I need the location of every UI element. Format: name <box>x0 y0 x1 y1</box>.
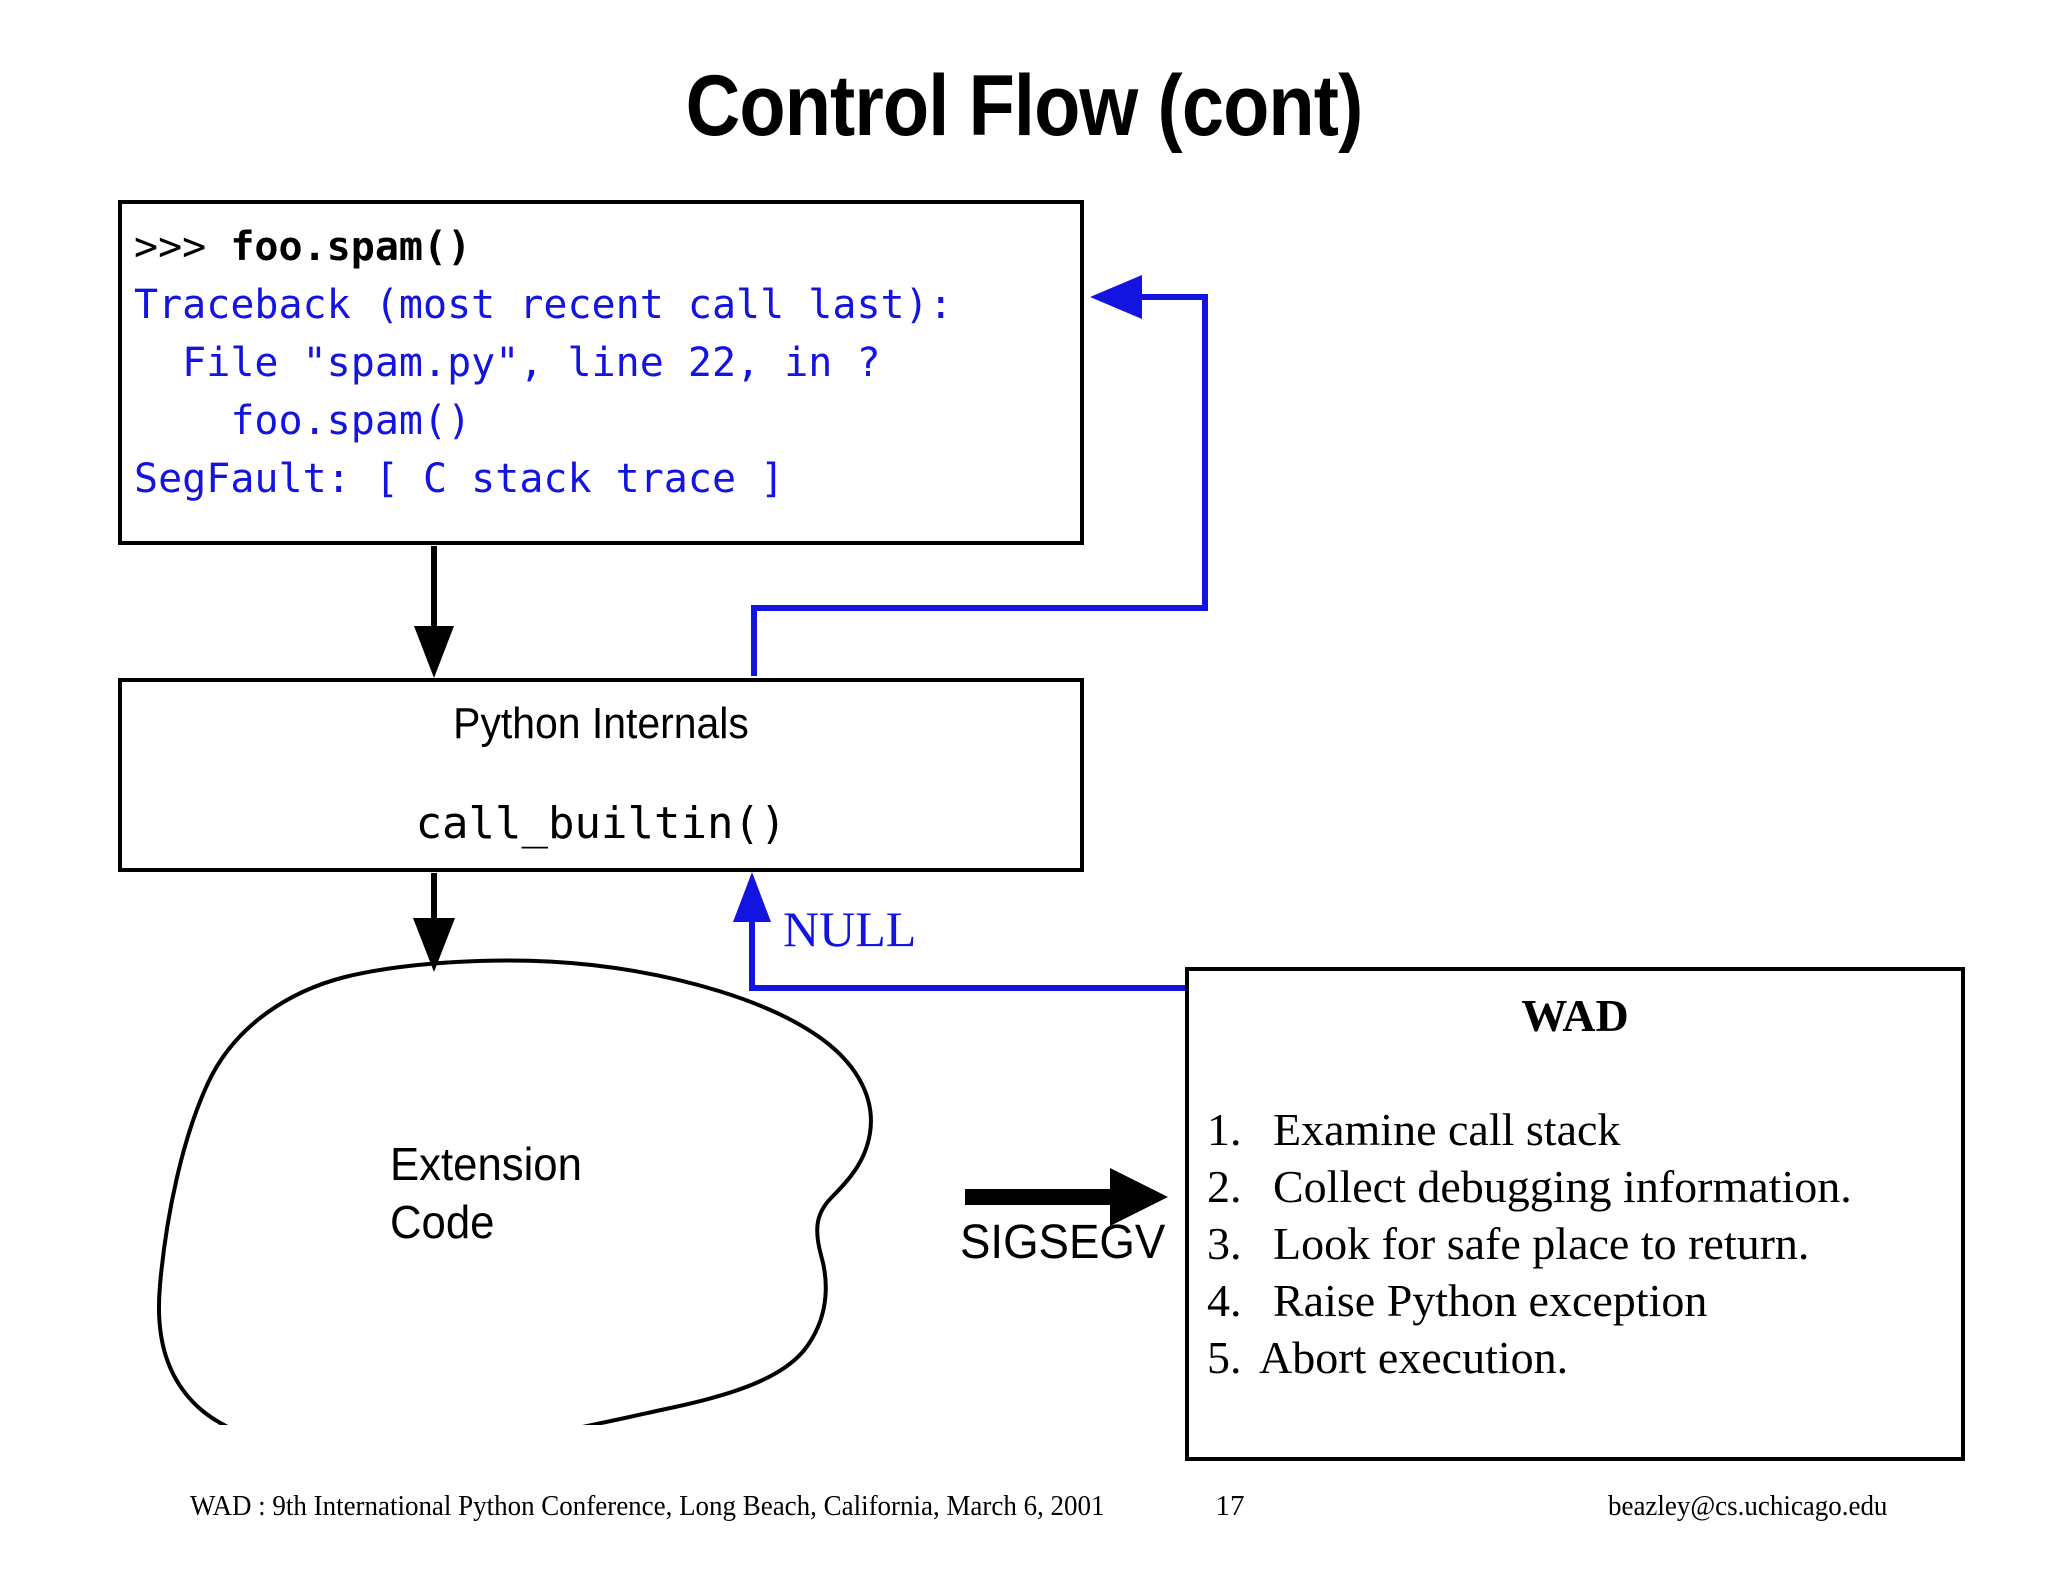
python-command: foo.spam() <box>230 224 472 270</box>
wad-step-2-text: Collect debugging information. <box>1273 1161 1852 1212</box>
footer-email: beazley@cs.uchicago.edu <box>1608 1490 1888 1522</box>
wad-step-3-number: 3. <box>1207 1218 1242 1269</box>
traceback-line-2: File "spam.py", line 22, in ? <box>134 340 881 386</box>
wad-step-5-text: Abort execution. <box>1259 1332 1569 1383</box>
wad-step-1-number: 1. <box>1207 1104 1242 1155</box>
wad-step-1-text: Examine call stack <box>1273 1104 1621 1155</box>
wad-step-5: 5. Abort execution. <box>1207 1329 1952 1386</box>
traceback-code-box: >>> foo.spam() Traceback (most recent ca… <box>118 200 1084 545</box>
code-prompt-line: >>> foo.spam() <box>122 204 1080 276</box>
wad-step-2-number: 2. <box>1207 1161 1242 1212</box>
wad-step-4-number: 4. <box>1207 1275 1242 1326</box>
wad-step-2: 2. Collect debugging information. <box>1207 1158 1952 1215</box>
footer-conference-info: WAD : 9th International Python Conferenc… <box>190 1490 1105 1522</box>
sigsegv-label: SIGSEGV <box>960 1216 1166 1269</box>
traceback-line-3: foo.spam() <box>134 398 472 444</box>
extension-code-blob <box>156 958 873 1425</box>
null-label: NULL <box>783 901 917 957</box>
wad-step-3-text: Look for safe place to return. <box>1273 1218 1810 1269</box>
python-prompt: >>> <box>134 224 231 270</box>
arrow-codebox-to-internals <box>414 546 454 678</box>
python-internals-function: call_builtin() <box>415 798 787 849</box>
python-internals-box: Python Internals call_builtin() <box>118 678 1084 872</box>
wad-step-1: 1. Examine call stack <box>1207 1101 1952 1158</box>
python-internals-label: Python Internals <box>453 699 749 748</box>
wad-step-4-text: Raise Python exception <box>1273 1275 1708 1326</box>
extension-code-label-line2: Code <box>390 1196 495 1248</box>
wad-step-4: 4. Raise Python exception <box>1207 1272 1952 1329</box>
wad-step-5-number: 5. <box>1207 1332 1242 1383</box>
extension-code-label-line1: Extension <box>390 1138 582 1190</box>
wad-step-3: 3. Look for safe place to return. <box>1207 1215 1952 1272</box>
traceback-line-1: Traceback (most recent call last): <box>134 282 953 328</box>
wad-title: WAD <box>1521 990 1629 1041</box>
traceback-line-4: SegFault: [ C stack trace ] <box>134 456 785 502</box>
footer-page-number: 17 <box>1215 1490 1245 1522</box>
wad-box: WAD 1. Examine call stack 2. Collect deb… <box>1185 967 1965 1461</box>
extension-code-label: Extension Code <box>390 1135 694 1251</box>
wad-step-list: 1. Examine call stack 2. Collect debuggi… <box>1207 1101 1952 1386</box>
page-title: Control Flow (cont) <box>685 58 1364 154</box>
